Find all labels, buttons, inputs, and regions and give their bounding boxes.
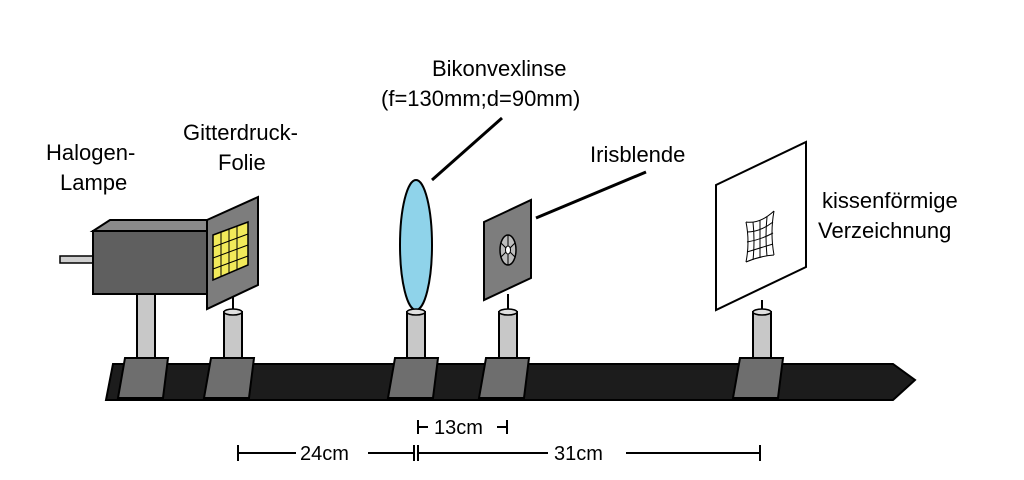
distorted-grid-icon — [745, 210, 775, 263]
iris-label: Irisblende — [590, 142, 685, 167]
projection-screen-icon — [715, 140, 807, 399]
dimension-24cm — [237, 445, 415, 461]
biconvex-lens-icon — [386, 179, 440, 399]
lens-label-line1: Bikonvexlinse — [432, 56, 567, 81]
dimension-label-13cm: 13cm — [434, 417, 483, 439]
distortion-label-line1: kissenförmige — [822, 188, 958, 213]
dimension-label-24cm: 24cm — [300, 443, 349, 465]
iris-leader-line — [535, 170, 647, 220]
foil-label-line2: Folie — [218, 150, 266, 175]
dimension-31cm — [417, 445, 761, 461]
dimension-label-31cm: 31cm — [554, 443, 603, 465]
dimension-13cm — [417, 420, 508, 434]
lamp-label-line1: Halogen- — [46, 140, 135, 165]
grid-foil-icon — [202, 195, 259, 399]
lens-leader-line — [431, 116, 503, 182]
distortion-label-line2: Verzeichnung — [818, 218, 951, 243]
lamp-label-line2: Lampe — [60, 170, 127, 195]
halogen-lamp-icon — [59, 218, 231, 399]
lens-label-line2: (f=130mm;d=90mm) — [381, 86, 580, 111]
iris-diaphragm-icon — [477, 198, 532, 399]
foil-label-line1: Gitterdruck- — [183, 120, 298, 145]
